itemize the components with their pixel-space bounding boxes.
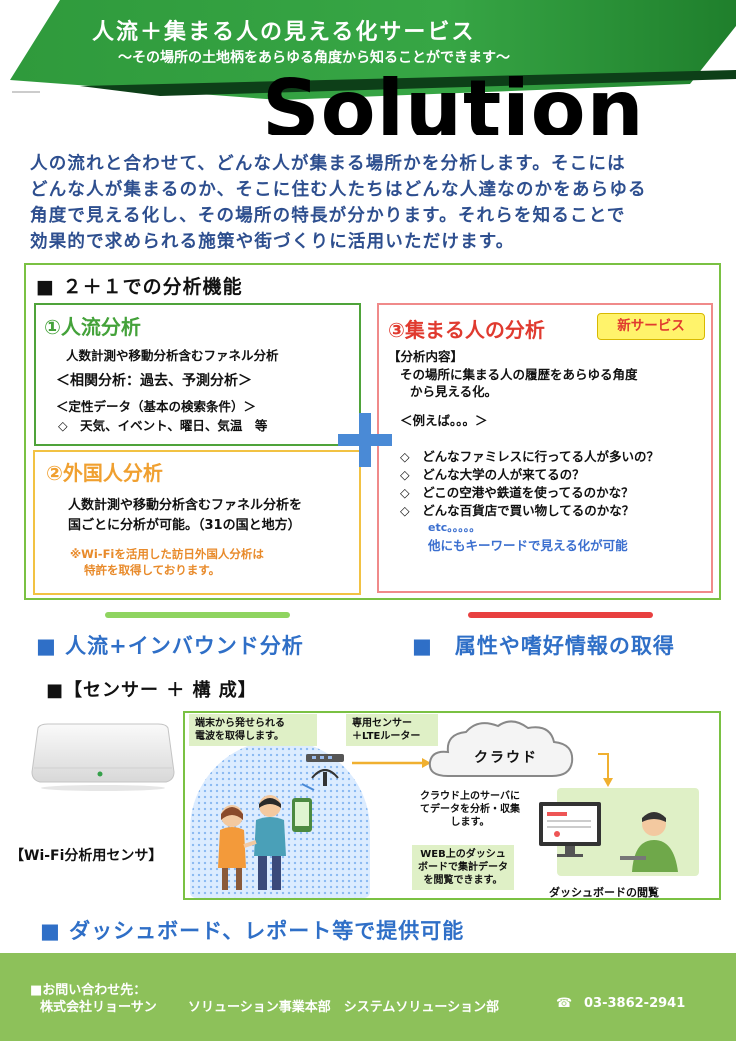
intro-line: 効果的で求められる施策や街づくりに活用いただけます。 [30, 232, 515, 252]
people-walking-icon [218, 795, 286, 890]
arrow-right-icon [352, 758, 431, 768]
gathering-example-item: ◇ どんな大学の人が来てるの？ [400, 467, 585, 482]
dashboard-caption: ダッシュボードの閲覧 [549, 886, 659, 899]
cloud-callout-line: します。 [450, 817, 490, 828]
gathering-example-label: ＜例えば。。。＞ [400, 413, 488, 428]
radio-callout-line: 電波を取得します。 [195, 731, 284, 742]
foreigner-note: ※Wi-Fiを活用した訪日外国人分析は [70, 547, 264, 561]
intro-line: 人の流れと合わせて、どんな人が集まる場所かを分析します。そこには [30, 154, 626, 174]
footer [0, 953, 736, 1041]
new-service-badge: 新サービス [597, 313, 705, 340]
heading-dashboard-report: ■ ダッシュボード、レポート等で提供可能 [40, 919, 465, 943]
wifi-sensor-label: 【Wi-Fi分析用センサ】 [10, 848, 163, 864]
sensor-callout-line: ＋LTEルーター [352, 731, 421, 742]
smartphone-icon [292, 783, 315, 832]
gathering-example-item: ◇ どこの空港や鉄道を使ってるのかな？ [400, 485, 634, 500]
wifi-sensor-device-icon [31, 723, 175, 791]
plus-icon [359, 413, 371, 467]
header-title: 人流＋集まる人の見える化サービス [92, 20, 476, 45]
radio-callout: 端末から発せられる 電波を取得します。 [189, 714, 317, 746]
sensor-callout: 専用センサー ＋LTEルーター [346, 714, 438, 746]
foreigner-note: 特許を取得しております。 [84, 563, 221, 577]
phone-number: 03-3862-2941 [584, 996, 686, 1011]
foreigner-title: ②外国人分析 [46, 461, 163, 485]
gathering-people-title: ③集まる人の分析 [388, 318, 545, 342]
cloud-callout: クラウド上のサーバに てデータを分析・収集 します。 [410, 790, 530, 829]
gathering-content-label: 【分析内容】 [388, 349, 464, 364]
solution-word: Solution [262, 70, 645, 135]
gathering-content-line: から見える化。 [410, 384, 498, 399]
header-subtitle: ～その場所の土地柄をあらゆる角度から知ることができます～ [118, 50, 510, 66]
cloud-label: クラウド [474, 750, 538, 766]
heading-attributes: ■ 属性や嗜好情報の取得 [412, 634, 675, 658]
web-callout-line: WEB上のダッシュ [420, 849, 506, 860]
heading-flow-inbound: ■ 人流+インバウンド分析 [36, 634, 304, 658]
intro-line: 角度で見える化し、その場所の特長が分かります。それらを知ることで [30, 206, 626, 226]
intro-text: 人の流れと合わせて、どんな人が集まる場所かを分析します。そこには どんな人が集ま… [30, 151, 720, 255]
cloud-icon [428, 720, 574, 777]
contact-label: ■お問い合わせ先： [30, 983, 147, 998]
gathering-more: 他にもキーワードで見える化が可能 [428, 538, 628, 553]
phone-icon: ☎ [556, 996, 573, 1011]
intro-line: どんな人が集まるのか、そこに住む人たちはどんな人達なのかをあらゆる [30, 180, 647, 200]
foreigner-box [33, 450, 361, 595]
gathering-example-item: ◇ どんな百貨店で買い物してるのかな？ [400, 503, 635, 518]
header-banner [10, 0, 736, 100]
people-flow-title: ①人流分析 [44, 315, 141, 339]
web-callout: WEB上のダッシュ ボードで集計データ を閲覧できます。 [412, 845, 514, 890]
green-arrow-bar [105, 612, 290, 618]
gathering-example-item: ◇ どんなファミレスに行ってる人が多いの？ [400, 449, 659, 464]
people-flow-line: ＜相関分析：過去、予測分析＞ [56, 373, 252, 389]
foreigner-line: 国ごとに分析が可能。（31の国と地方） [68, 518, 301, 533]
people-flow-line: ＜定性データ（基本の検索条件）＞ [56, 399, 257, 414]
web-callout-line: を閲覧できます。 [423, 875, 503, 886]
radio-callout-line: 端末から発せられる [195, 718, 285, 729]
web-callout-line: ボードで集計データ [418, 862, 508, 873]
gathering-content-line: その場所に集まる人の履歴をあらゆる角度 [400, 367, 638, 382]
cloud-callout-line: てデータを分析・収集 [420, 804, 520, 815]
cloud-callout-line: クラウド上のサーバに [420, 791, 520, 802]
analysis-section-title: ■ ２＋１での分析機能 [36, 276, 243, 298]
people-flow-box [34, 303, 361, 446]
lte-router-icon [306, 754, 344, 786]
monitor-icon [539, 802, 601, 857]
solution-clip: Solution [0, 70, 736, 135]
gathering-etc: etc。。。。。 [428, 521, 481, 534]
red-arrow-bar [468, 612, 653, 618]
sensor-callout-line: 専用センサー [352, 718, 412, 729]
company-name: 株式会社リョーサン [40, 1000, 157, 1015]
arrow-down-icon [598, 753, 613, 787]
foreigner-line: 人数計測や移動分析含むファネル分析を [68, 498, 303, 513]
viewer-person-icon [620, 812, 678, 872]
heading-sensor-config: ■【センサー ＋ 構 成】 [46, 680, 257, 701]
people-flow-line: 人数計測や移動分析含むファネル分析 [66, 348, 279, 363]
people-flow-line: ◇ 天気、イベント、曜日、気温 等 [58, 418, 268, 433]
gathering-people-box [377, 303, 713, 593]
department-name: ソリューション事業本部 システムソリューション部 [188, 1000, 500, 1015]
